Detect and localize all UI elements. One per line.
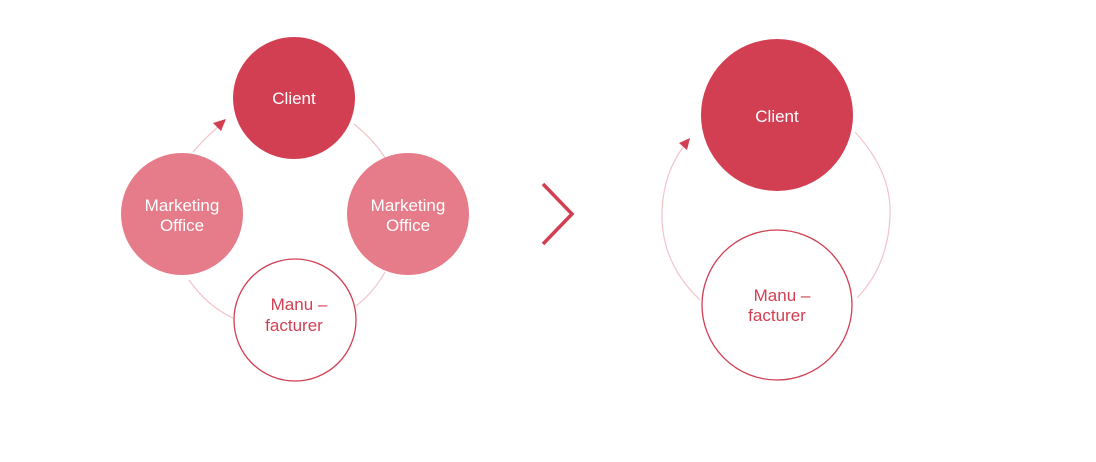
connector-client-to-manufacturer: [854, 131, 891, 299]
arrowhead-icon: [679, 138, 690, 150]
before-manufacturer-line1: Manu –: [271, 295, 328, 314]
before-diagram: Client Marketing Office Marketing Office…: [121, 37, 469, 382]
after-client-label: Client: [755, 107, 799, 126]
after-diagram: Client Manu – facturer: [661, 39, 891, 381]
connector-manufacturer-to-office-left: [188, 279, 234, 319]
connector-office-right-to-manufacturer: [355, 271, 386, 307]
before-office-left-line2: Office: [160, 216, 204, 235]
before-client-node: Client: [233, 37, 355, 159]
after-manufacturer-line1: Manu –: [754, 286, 811, 305]
before-office-right-line2: Office: [386, 216, 430, 235]
after-manufacturer-line2: facturer: [748, 306, 806, 325]
connector-client-to-office-right: [353, 123, 386, 159]
before-office-right-node: Marketing Office: [347, 153, 469, 275]
chevron-right-icon: [541, 182, 575, 246]
before-client-label: Client: [272, 89, 316, 108]
connector-manufacturer-to-client: [661, 145, 701, 301]
before-office-right-line1: Marketing: [371, 196, 446, 215]
connector-office-left-to-client: [192, 125, 220, 153]
before-manufacturer-node: Manu – facturer: [233, 258, 357, 382]
after-client-node: Client: [701, 39, 853, 191]
before-office-left-line1: Marketing: [145, 196, 220, 215]
after-manufacturer-node: Manu – facturer: [701, 229, 853, 381]
before-office-left-node: Marketing Office: [121, 153, 243, 275]
arrowhead-icon: [213, 119, 226, 131]
before-manufacturer-line2: facturer: [265, 316, 323, 335]
